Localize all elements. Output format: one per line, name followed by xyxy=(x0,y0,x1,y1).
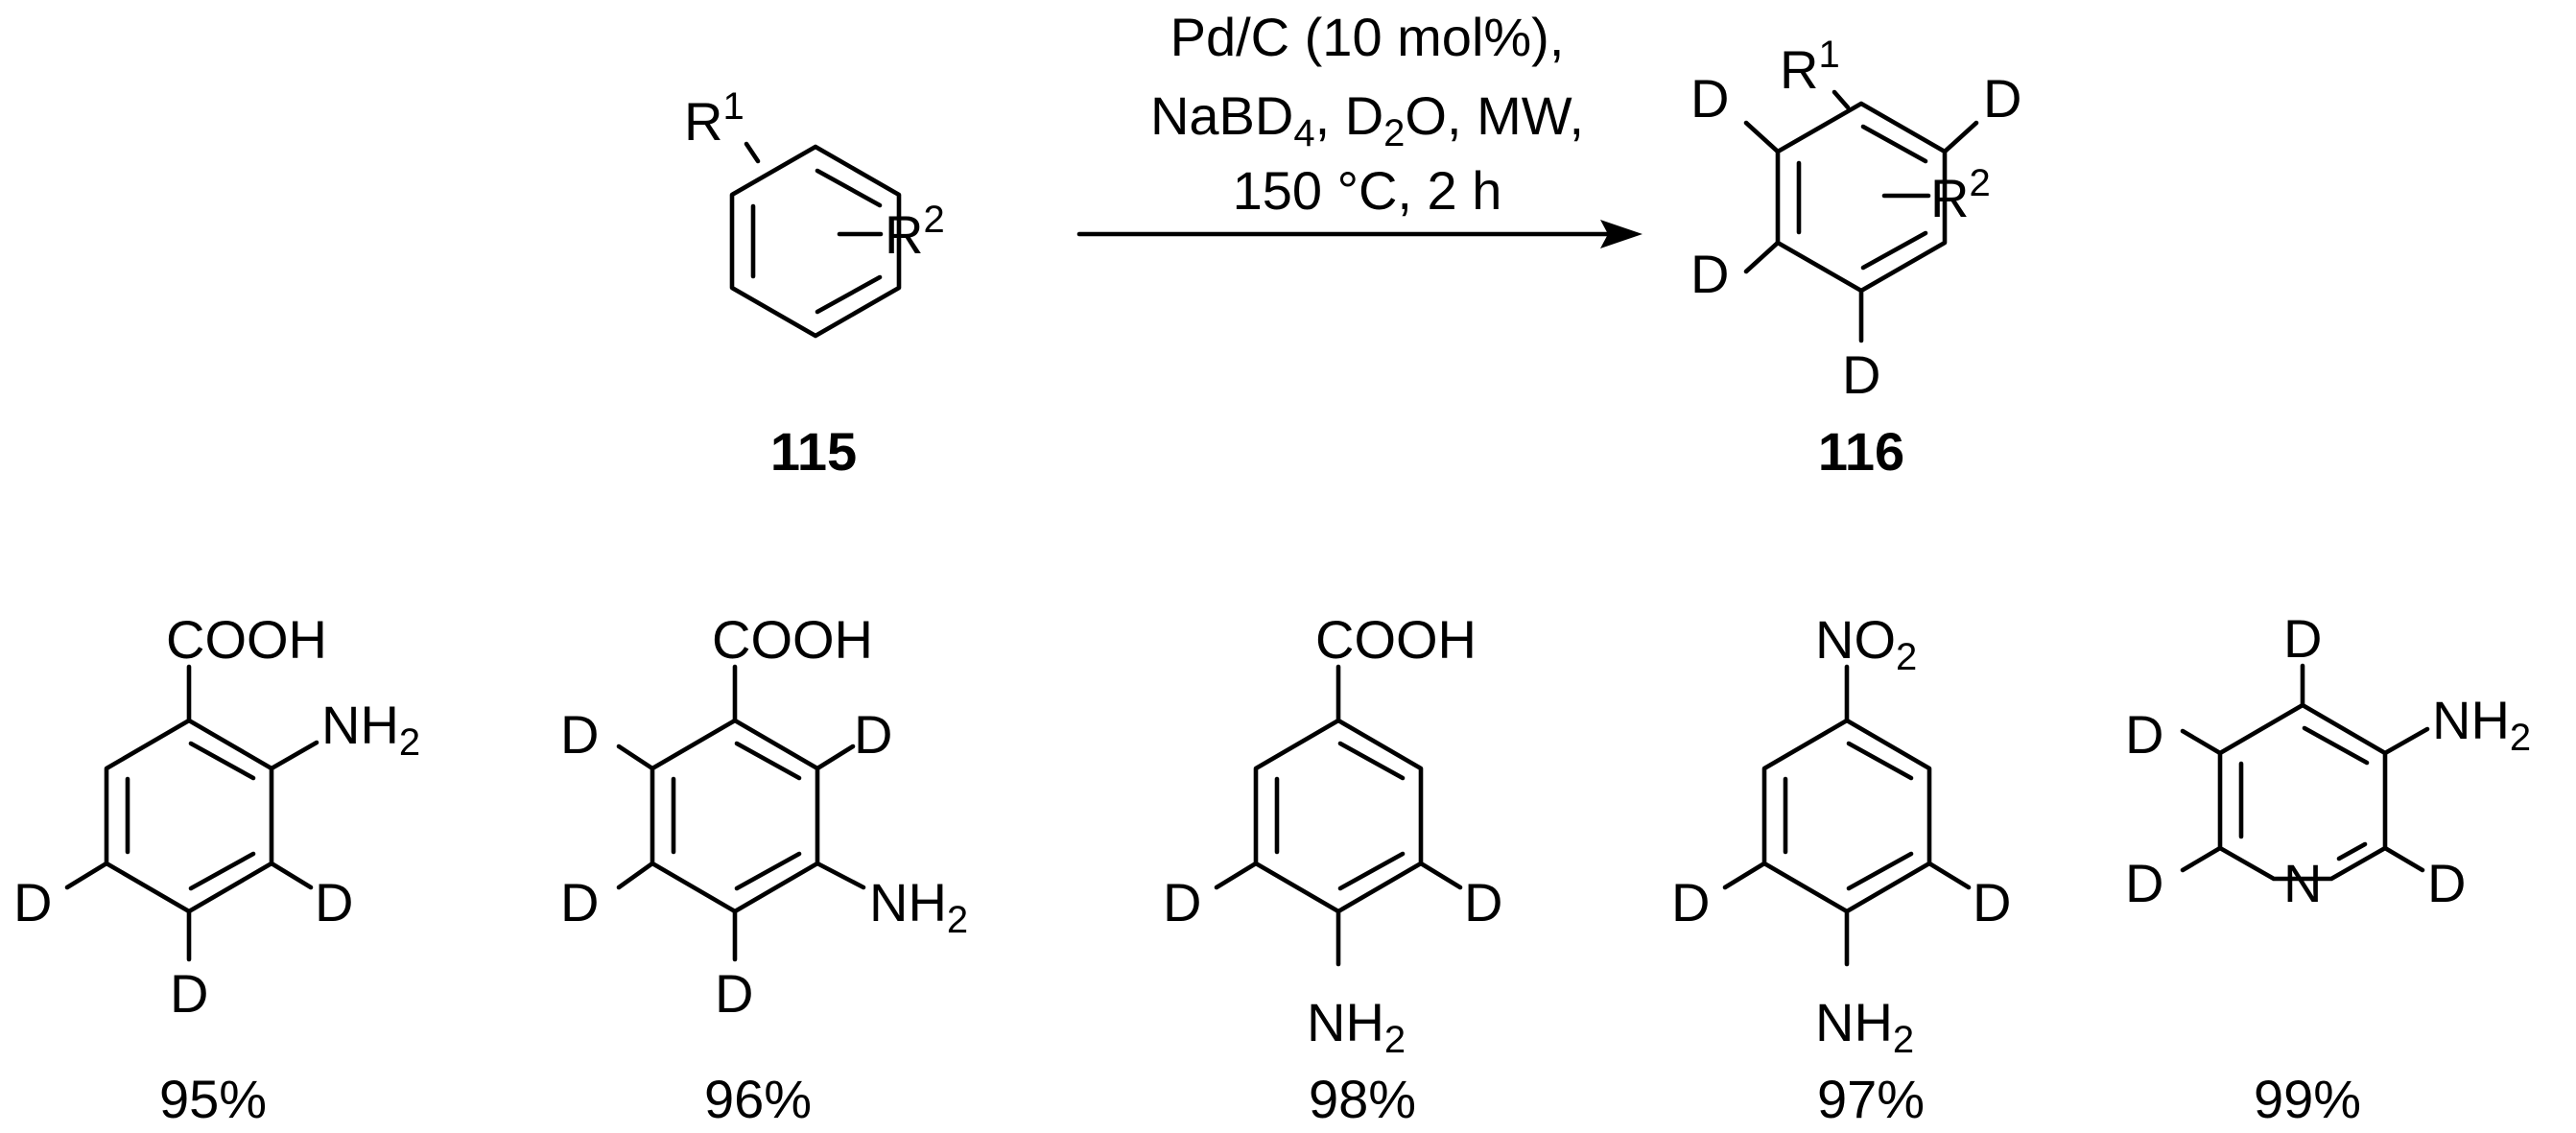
product-structure: R1 R2 D D D D xyxy=(1690,34,2021,405)
d-label: D xyxy=(1671,872,1710,932)
reactant-ring xyxy=(729,144,902,339)
example-2: COOH NH2 D D D D 96% xyxy=(560,609,968,1129)
example-1: COOH NH2 D D D 95% xyxy=(13,609,420,1129)
product-d-label: D xyxy=(1690,68,1729,129)
d-label: D xyxy=(1973,872,2011,932)
cooh-label: COOH xyxy=(166,609,327,670)
example-4: NO2 NH2 D D 97% xyxy=(1671,609,2011,1129)
example-5: NH2 N D D D D 99% xyxy=(2125,608,2531,1129)
d-label: D xyxy=(560,872,599,932)
d-label: D xyxy=(715,963,753,1024)
product-number: 116 xyxy=(1818,421,1904,482)
r1-wavy-bond xyxy=(744,141,761,164)
reactant-r1-label: R1 xyxy=(684,85,744,152)
d-label: D xyxy=(2427,853,2466,913)
d-label: D xyxy=(2283,608,2322,669)
yield-label: 97% xyxy=(1817,1069,1925,1129)
nh2-label: NH2 xyxy=(1815,992,1914,1061)
d-label: D xyxy=(170,963,208,1024)
reactant-number: 115 xyxy=(770,421,857,482)
product-r1-label: R1 xyxy=(1780,34,1840,100)
product-d-label: D xyxy=(1690,244,1729,304)
reactant-structure: R1 R2 xyxy=(684,85,945,339)
d-label: D xyxy=(2125,704,2163,765)
d-label: D xyxy=(1464,872,1502,932)
d-label: D xyxy=(854,704,892,765)
reactant-double-bond xyxy=(815,168,883,208)
cooh-label: COOH xyxy=(712,609,873,670)
product-d-label: D xyxy=(1842,344,1880,405)
reactant-r2-label: R2 xyxy=(885,199,945,265)
nh2-label: NH2 xyxy=(869,872,968,941)
yield-label: 95% xyxy=(159,1069,267,1129)
reactant-double-bond xyxy=(815,274,883,315)
product-d-label: D xyxy=(1983,68,2021,129)
d-label: D xyxy=(1163,872,1201,932)
nh2-label: NH2 xyxy=(321,695,420,764)
conditions-line-3: 150 °C, 2 h xyxy=(1233,160,1502,221)
conditions-line-1: Pd/C (10 mol%), xyxy=(1170,7,1565,67)
nh2-label: NH2 xyxy=(2432,690,2531,759)
product-r2-label: R2 xyxy=(1930,162,1991,228)
d-label: D xyxy=(13,872,52,932)
yield-label: 99% xyxy=(2254,1069,2361,1129)
nh2-label: NH2 xyxy=(1307,992,1406,1061)
no2-label: NO2 xyxy=(1815,609,1917,678)
d-label: D xyxy=(560,704,599,765)
reaction-arrow xyxy=(1076,220,1642,248)
conditions-line-2: NaBD4, D2O, MW, xyxy=(1150,85,1584,154)
pyridine-n-label: N xyxy=(2283,853,2322,913)
d-label: D xyxy=(315,872,353,932)
example-3: COOH NH2 D D 98% xyxy=(1163,609,1502,1129)
yield-label: 96% xyxy=(704,1069,812,1129)
yield-label: 98% xyxy=(1309,1069,1416,1129)
d-label: D xyxy=(2125,853,2163,913)
cooh-label: COOH xyxy=(1315,609,1477,670)
